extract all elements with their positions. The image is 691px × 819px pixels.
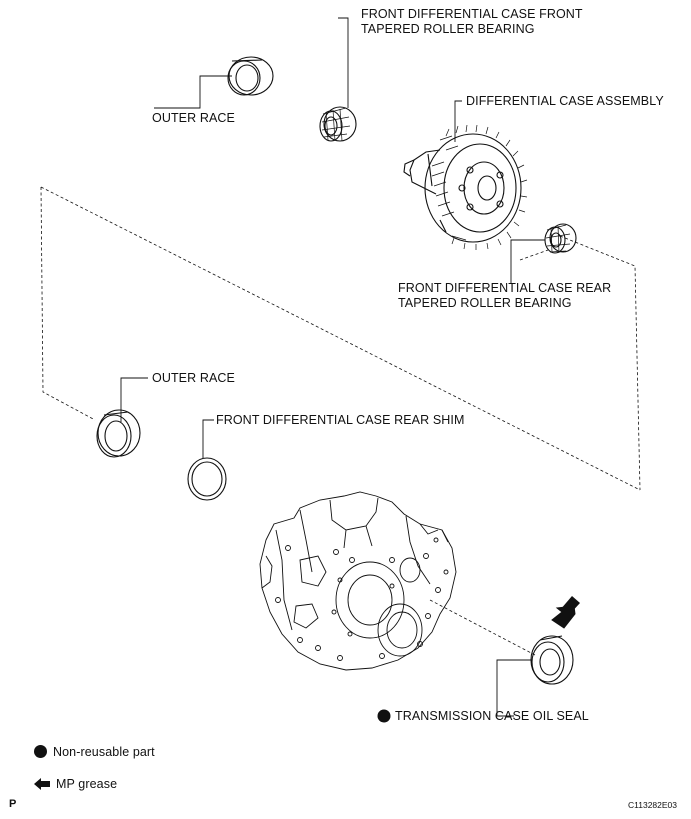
label-rear-bearing-line1: FRONT DIFFERENTIAL CASE REAR [398,281,612,295]
outer-race-top-part [227,56,274,96]
grease-arrow-legend-icon [34,778,50,790]
legend-mp-grease: MP grease [34,777,117,792]
rear-tapered-roller-bearing-part [544,223,577,254]
non-reusable-marker-icon [377,709,391,723]
legend-mp-grease-text: MP grease [56,777,118,791]
filled-circle-icon [34,745,47,758]
page-mark: P [9,798,17,810]
label-rear-bearing-line2: TAPERED ROLLER BEARING [398,296,572,310]
label-outer-race-middle: OUTER RACE [152,371,235,385]
leader-lines [120,17,545,717]
label-front-bearing-line1: FRONT DIFFERENTIAL CASE FRONT [361,7,583,21]
transmission-case-part [259,491,457,671]
rear-shim-part [187,457,227,501]
label-oil-seal: TRANSMISSION CASE OIL SEAL [395,709,589,723]
oil-seal-part [530,635,574,685]
front-tapered-roller-bearing-part [319,106,357,142]
label-front-bearing-line2: TAPERED ROLLER BEARING [361,22,535,36]
label-outer-race-top: OUTER RACE [152,111,235,125]
label-rear-shim: FRONT DIFFERENTIAL CASE REAR SHIM [216,413,465,427]
label-differential-case-assembly: DIFFERENTIAL CASE ASSEMBLY [466,94,664,108]
outer-race-middle-part [96,409,141,458]
legend-non-reusable: Non-reusable part [34,745,155,760]
figure-code: C113282E03 [628,800,677,810]
grease-arrow-shaft [560,596,580,616]
assembly-dashed-outline [40,186,641,656]
differential-case-assembly-part [403,124,528,250]
legend-non-reusable-text: Non-reusable part [53,745,155,759]
